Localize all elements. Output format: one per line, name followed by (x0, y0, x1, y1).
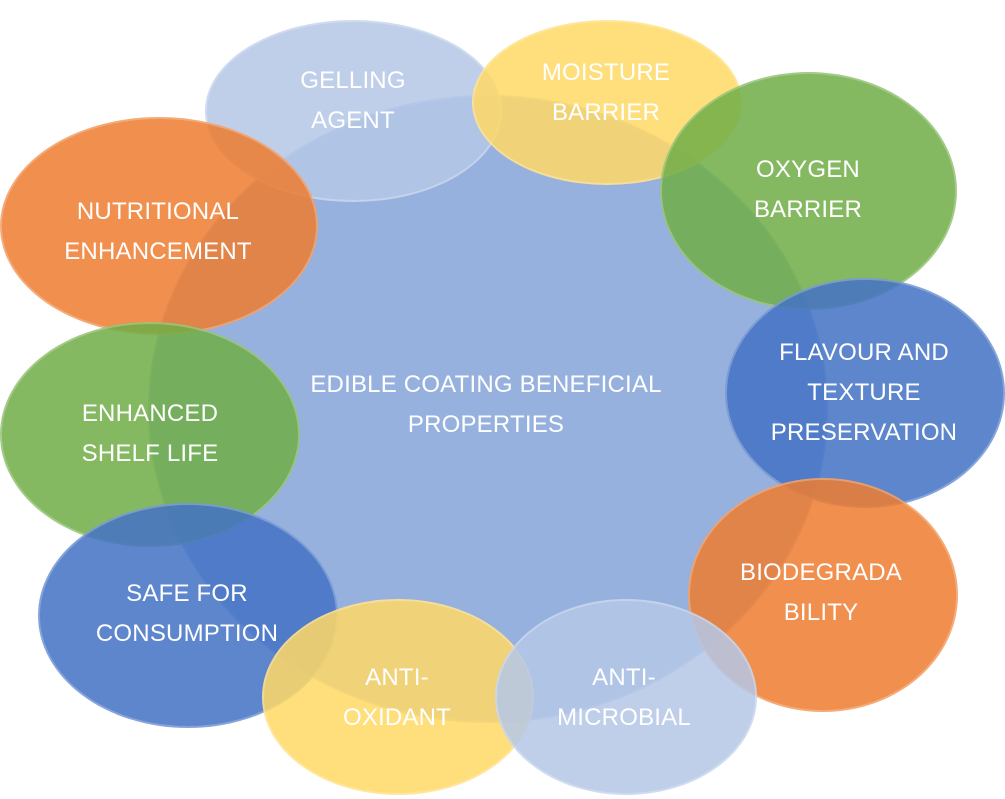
node-label-oxygen-barrier: OXYGEN BARRIER (754, 150, 862, 230)
node-circle-nutritional-enhancement (0, 117, 318, 335)
node-label-anti-oxidant: ANTI- OXIDANT (343, 658, 451, 738)
node-circle-anti-oxidant (262, 599, 534, 795)
node-label-safe-consumption: SAFE FOR CONSUMPTION (96, 574, 278, 654)
node-label-line: BIODEGRADA (739, 559, 903, 586)
node-circle-anti-microbial (495, 599, 757, 795)
node-circle-flavour-texture (725, 278, 1005, 508)
node-label-line: FLAVOUR AND (779, 339, 949, 366)
node-label-line: BARRIER (551, 99, 661, 126)
node-label-line: MICROBIAL (557, 704, 691, 731)
node-label-line: BILITY (783, 599, 859, 626)
node-label-line: CONSUMPTION (95, 620, 279, 647)
node-label-line: PRESERVATION (770, 419, 958, 446)
center-label-line: EDIBLE COATING BENEFICIAL (310, 371, 662, 398)
node-label-flavour-texture: FLAVOUR AND TEXTURE PRESERVATION (771, 333, 957, 453)
node-label-moisture-barrier: MOISTURE BARRIER (542, 53, 670, 133)
node-label-biodegradability: BIODEGRADA BILITY (740, 553, 902, 633)
center-label: EDIBLE COATING BENEFICIAL PROPERTIES (310, 365, 661, 445)
node-circle-oxygen-barrier (660, 72, 957, 310)
node-label-line: MOISTURE (541, 59, 671, 86)
node-label-nutritional-enhancement: NUTRITIONAL ENHANCEMENT (64, 192, 252, 272)
node-label-enhanced-shelf-life: ENHANCED SHELF LIFE (82, 394, 219, 474)
node-label-line: AGENT (311, 107, 395, 134)
node-label-line: OXIDANT (342, 704, 452, 731)
node-label-line: ENHANCEMENT (64, 238, 252, 265)
node-label-line: BARRIER (753, 196, 863, 223)
node-label-line: SAFE FOR (126, 580, 248, 607)
node-label-line: ENHANCED (81, 400, 219, 427)
center-label-line: PROPERTIES (407, 411, 565, 438)
node-label-line: NUTRITIONAL (76, 198, 240, 225)
node-label-line: OXYGEN (756, 156, 860, 183)
node-label-line: GELLING (300, 67, 406, 94)
node-label-gelling-agent: GELLING AGENT (300, 61, 405, 141)
node-label-anti-microbial: ANTI- MICROBIAL (557, 658, 691, 738)
node-label-line: ANTI- (592, 664, 656, 691)
node-label-line: ANTI- (365, 664, 429, 691)
node-label-line: TEXTURE (807, 379, 921, 406)
node-label-line: SHELF LIFE (81, 440, 219, 467)
